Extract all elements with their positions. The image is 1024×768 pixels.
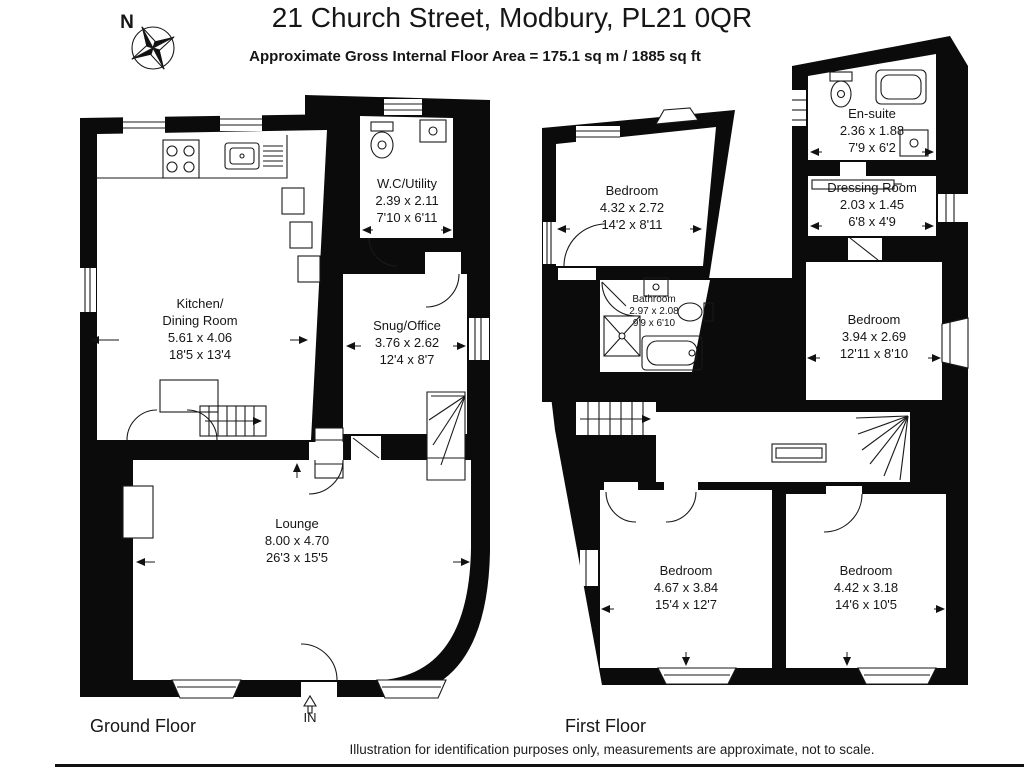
ground-floor-dimension-arrows — [90, 226, 470, 566]
entrance-arrow — [303, 694, 317, 714]
room-bedroom1-name: Bedroom — [606, 183, 659, 198]
room-bedroom2-metric: 3.94 x 2.69 — [842, 329, 906, 344]
room-lounge-name: Lounge — [275, 516, 318, 531]
sink-icon — [224, 142, 260, 170]
room-snug-imperial: 12'4 x 8'7 — [380, 352, 435, 367]
bath-icon — [641, 335, 703, 371]
first-floor-room-labels: Bedroom 4.32 x 2.72 14'2 x 8'11 En-suite… — [600, 106, 917, 612]
room-dressing-imperial: 6'8 x 4'9 — [848, 214, 896, 229]
room-wc-utility — [360, 116, 453, 238]
ground-floor-doors — [126, 237, 461, 697]
room-bedroom4-name: Bedroom — [840, 563, 893, 578]
room-bedroom3-name: Bedroom — [660, 563, 713, 578]
first-floor-plan: Bedroom 4.32 x 2.72 14'2 x 8'11 En-suite… — [542, 36, 969, 685]
lounge-alcove — [122, 485, 154, 539]
room-dressing — [808, 176, 936, 236]
room-bathroom-metric: 2.97 x 2.08 — [629, 306, 679, 317]
room-wc-imperial: 7'10 x 6'11 — [376, 210, 437, 225]
room-bedroom4-imperial: 14'6 x 10'5 — [835, 597, 897, 612]
room-ensuite-metric: 2.36 x 1.88 — [840, 123, 904, 138]
ground-floor-label: Ground Floor — [90, 716, 197, 736]
room-lounge-metric: 8.00 x 4.70 — [265, 533, 329, 548]
room-lounge-imperial: 26'3 x 15'5 — [266, 550, 328, 565]
kitchen-fixtures — [97, 135, 288, 413]
room-bedroom2 — [806, 262, 942, 400]
room-kitchen-metric: 5.61 x 4.06 — [168, 330, 232, 345]
ensuite-fixtures — [829, 69, 929, 157]
room-kitchen — [97, 130, 327, 440]
entrance-label: IN — [304, 710, 317, 724]
basin-icon — [419, 119, 447, 143]
spiral-stairs-icon — [855, 415, 909, 481]
compass-icon: N — [120, 12, 175, 70]
room-kitchen-name2: Dining Room — [162, 313, 237, 328]
room-ensuite-imperial: 7'9 x 6'2 — [848, 140, 896, 155]
room-bathroom-name: Bathroom — [632, 294, 675, 305]
room-bedroom3-imperial: 15'4 x 12'7 — [655, 597, 717, 612]
landing-step — [297, 255, 321, 283]
hob-icon — [162, 139, 200, 179]
shower-icon — [875, 69, 927, 105]
compass-north-label: N — [120, 12, 134, 33]
ground-floor-room-labels: W.C/Utility 2.39 x 2.11 7'10 x 6'11 Kitc… — [162, 176, 440, 565]
room-wc-metric: 2.39 x 2.11 — [375, 193, 438, 208]
room-dressing-metric: 2.03 x 1.45 — [840, 197, 904, 212]
first-floor-stairs — [580, 402, 909, 481]
first-floor-windows — [543, 90, 969, 685]
toilet-icon — [370, 121, 394, 132]
room-bathroom-imperial: 9'9 x 6'10 — [633, 318, 676, 329]
room-snug-metric: 3.76 x 2.62 — [375, 335, 439, 350]
counter — [97, 135, 288, 179]
bay-window — [376, 679, 447, 699]
room-ensuite-name: En-suite — [848, 106, 896, 121]
floor-area-subtitle: Approximate Gross Internal Floor Area = … — [249, 48, 701, 65]
room-snug-name: Snug/Office — [373, 318, 441, 333]
room-wc-name: W.C/Utility — [377, 176, 437, 191]
shower-icon — [603, 315, 641, 357]
radiator — [771, 443, 827, 463]
bay-window — [657, 667, 737, 685]
landing-step — [289, 221, 313, 249]
ground-floor-rooms — [97, 116, 471, 680]
compass-star — [131, 26, 175, 70]
room-bedroom2-imperial: 12'11 x 8'10 — [840, 346, 908, 361]
room-bedroom3-metric: 4.67 x 3.84 — [654, 580, 718, 595]
room-bedroom1-imperial: 14'2 x 8'11 — [601, 217, 662, 232]
basin-icon — [899, 129, 929, 157]
page-title: 21 Church Street, Modbury, PL21 0QR — [271, 2, 753, 33]
room-bedroom2-name: Bedroom — [848, 312, 901, 327]
room-kitchen-name: Kitchen/ — [177, 296, 224, 311]
room-bedroom3 — [600, 490, 772, 668]
dressing-fixtures — [811, 179, 902, 190]
chimney-bay — [654, 107, 699, 125]
ground-floor-windows — [80, 99, 489, 699]
room-bedroom4 — [786, 494, 946, 668]
disclaimer-text: Illustration for identification purposes… — [349, 742, 875, 757]
first-floor-rooms — [556, 54, 946, 668]
wc-fixtures — [370, 119, 447, 159]
room-dressing-name: Dressing Room — [827, 180, 917, 195]
room-bedroom1-metric: 4.32 x 2.72 — [600, 200, 664, 215]
room-kitchen-imperial: 18'5 x 13'4 — [169, 347, 231, 362]
bay-window — [857, 667, 937, 685]
compass-circle — [131, 26, 175, 70]
room-lounge — [133, 460, 471, 680]
first-floor-label: First Floor — [565, 716, 646, 736]
toilet-icon — [677, 302, 703, 322]
room-bedroom1 — [556, 127, 716, 266]
bay-window — [171, 679, 242, 699]
bathroom-fixtures — [603, 277, 714, 371]
bay-window — [941, 317, 969, 369]
bottom-edge-line — [55, 764, 1024, 767]
basin-icon — [643, 277, 669, 297]
drainer — [263, 145, 283, 167]
room-bedroom4-metric: 4.42 x 3.18 — [834, 580, 898, 595]
landing-step — [281, 187, 305, 215]
island — [159, 379, 219, 413]
first-floor-dimension-arrows — [557, 148, 945, 666]
room-bathroom — [600, 280, 710, 372]
ground-floor-plan: IN W.C/Utility 2.39 x 2.11 7'10 x 6'11 K… — [80, 95, 490, 724]
